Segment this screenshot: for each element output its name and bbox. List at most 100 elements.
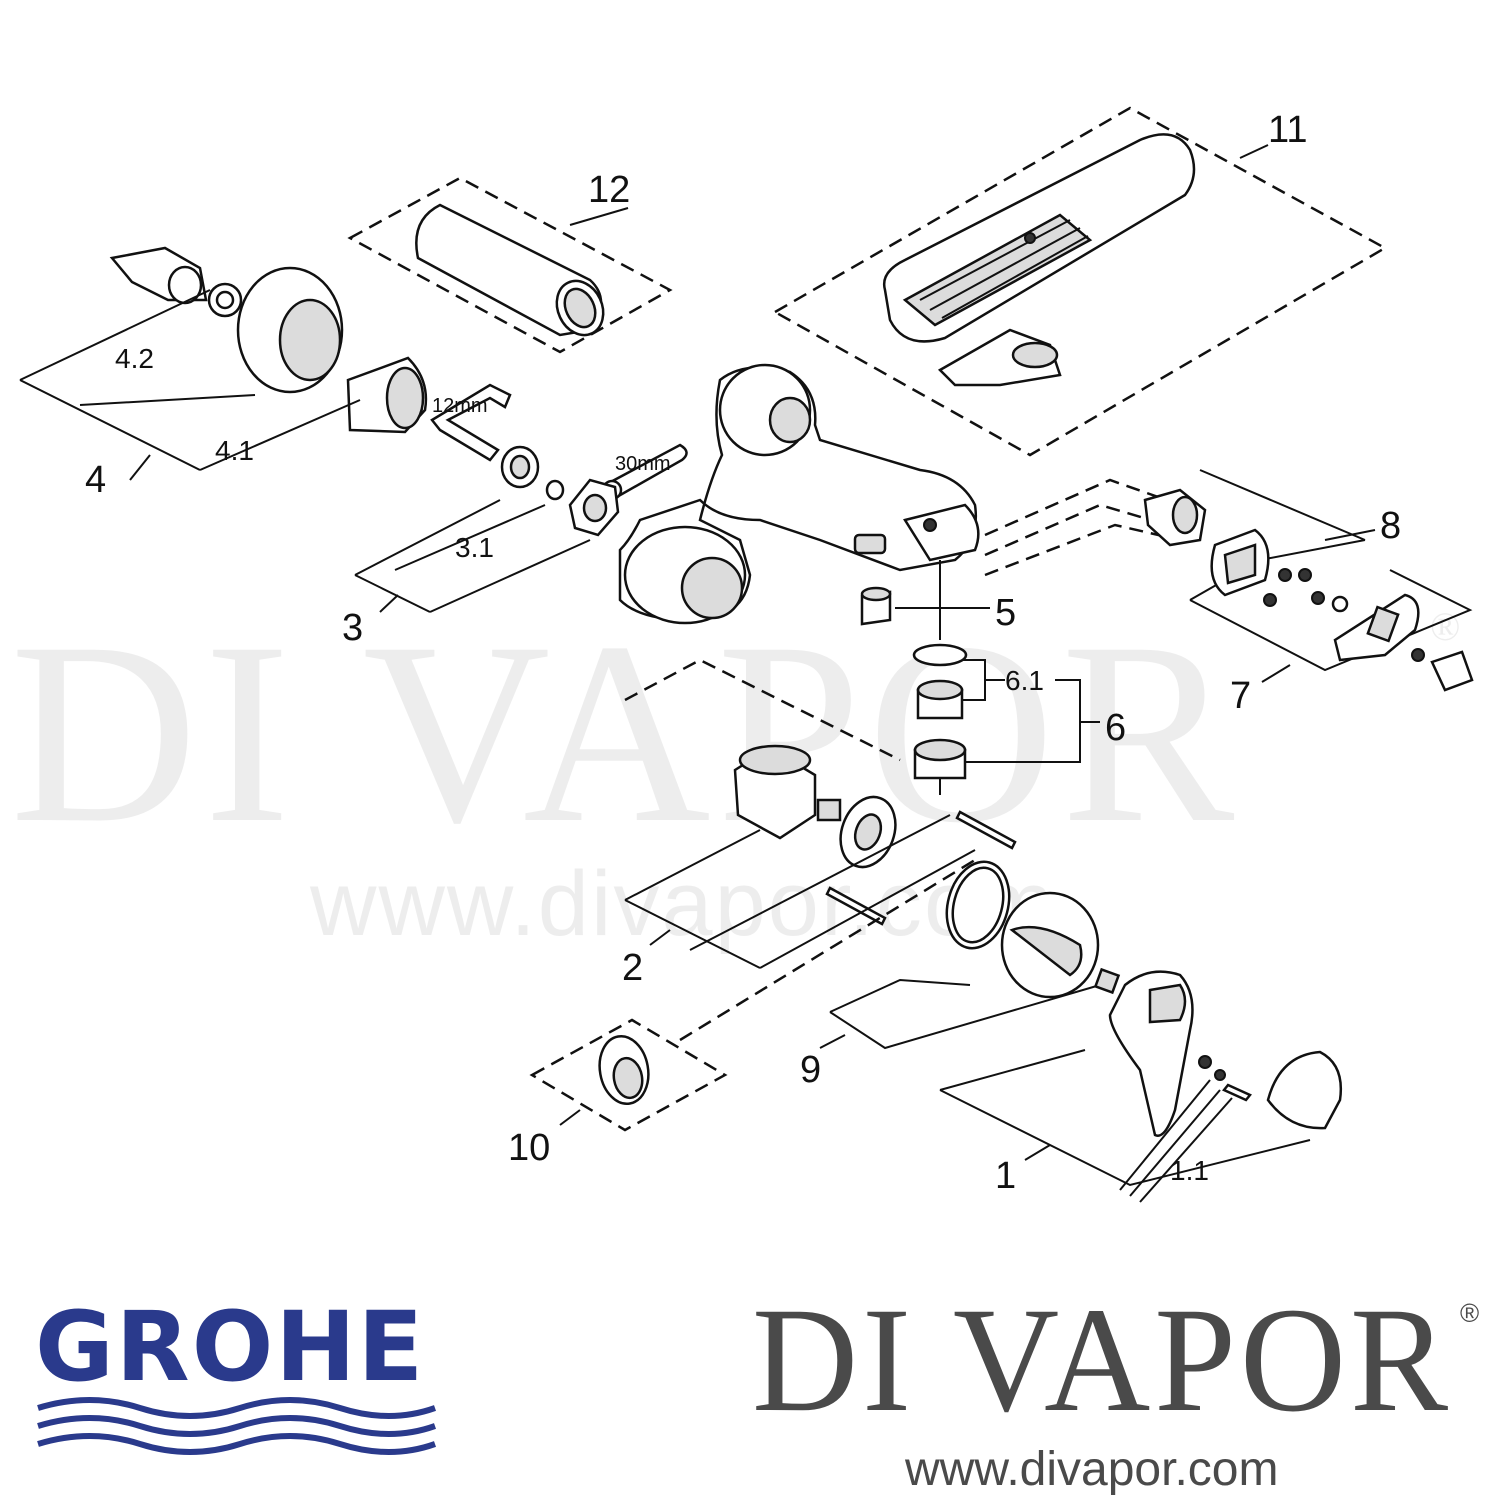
leader-3-c (429, 539, 591, 613)
tray-hole (1024, 232, 1036, 244)
leader-11 (1239, 144, 1269, 159)
diverter-cap-face (1223, 543, 1257, 585)
frame-2-a (624, 829, 761, 901)
sleeve-4-1-opening (385, 366, 425, 430)
grohe-wave-2 (37, 1415, 437, 1437)
callout-10: 10 (508, 1127, 550, 1169)
part-12-dashed-box (347, 176, 673, 354)
mixer-spout-outlet (853, 533, 887, 555)
lever-grub-screw (1222, 1083, 1252, 1102)
cartridge-spindle (816, 798, 842, 822)
part-8-7-diverter: 8 7 (1143, 469, 1474, 717)
part-11-dashed-box (772, 106, 1388, 457)
leader-3-a (354, 499, 501, 576)
callout-12: 12 (588, 169, 630, 211)
leader-1-1-c (1139, 1097, 1233, 1203)
lever-washer (1214, 1069, 1226, 1081)
knob-10-face (612, 1056, 644, 1100)
diverter-washer-b (1331, 595, 1349, 613)
washer-3 (545, 479, 565, 501)
lever-adapter (1093, 967, 1121, 995)
leader-1-1-a (1119, 1079, 1211, 1191)
sleeve-inner (563, 287, 597, 329)
divapor-url: www.divapor.com (904, 1443, 1278, 1496)
aerator-seal (912, 643, 968, 667)
part-4-connections: 4.2 4.1 4 (19, 246, 428, 501)
tray-nut (1011, 341, 1059, 369)
part-5: 5 (860, 560, 1016, 640)
o-ring-inner (951, 866, 1005, 944)
spanner-size: 30mm (615, 453, 671, 475)
divapor-reg-mark: ® (1460, 1298, 1479, 1328)
diverter-screw-c (1263, 593, 1277, 607)
mixer-right-inlet-face (680, 556, 744, 620)
frame-2-b (624, 899, 761, 969)
cartridge-bolt-a (955, 810, 1017, 850)
leader-4-2-a (19, 289, 211, 381)
escutcheon-dome-inner (278, 298, 342, 382)
grohe-wave-1 (37, 1397, 437, 1419)
mixer-left-inlet-face (768, 396, 812, 444)
watermark-reg: ® (1430, 604, 1466, 649)
hex-key (430, 383, 512, 462)
diverter-screw-a (1278, 568, 1292, 582)
diverter-cap-button (1430, 650, 1474, 692)
leader-3-b (354, 574, 431, 613)
grohe-wave-3 (37, 1433, 437, 1455)
washer-4-2-hole (215, 290, 235, 310)
part-3-eccentric: 3.1 3 (342, 445, 620, 649)
leader-4 (129, 454, 151, 481)
aerator-insert-top (916, 679, 964, 701)
tray-rib-1 (919, 219, 1071, 301)
callout-1: 1 (995, 1155, 1016, 1197)
part-10: 10 (508, 858, 976, 1169)
aerator-housing-top (913, 738, 967, 762)
insert-5-top (860, 586, 892, 602)
frame-2-c (759, 849, 976, 969)
leader-4-frame-b (199, 399, 361, 471)
part-11-tray: 11 (772, 106, 1388, 457)
cartridge-bolt-b (825, 886, 887, 926)
callout-5: 5 (995, 592, 1016, 634)
diverter-knob-screw (1411, 648, 1425, 662)
sleeve-body (415, 203, 603, 337)
leader-9 (819, 1034, 846, 1049)
diverter-cartridge-end (1171, 495, 1199, 535)
eccentric-thread-inner (509, 454, 531, 480)
grohe-wordmark: GROHE (35, 1291, 425, 1403)
callout-6: 6 (1105, 707, 1126, 749)
guide-2-top (624, 658, 901, 762)
callout-8: 8 (1380, 505, 1401, 547)
part-1-lever: 1 1.1 (939, 967, 1343, 1203)
callout-11: 11 (1268, 109, 1307, 151)
frame-1-b (939, 1089, 1311, 1187)
leader-7 (1261, 664, 1291, 683)
mixer-screw (923, 518, 937, 532)
hex-key-size: 12mm (432, 395, 488, 417)
leader-2 (649, 929, 671, 946)
frame-1-a (939, 1049, 1086, 1091)
tray-rib-2 (929, 227, 1081, 311)
callout-4: 4 (85, 459, 106, 501)
callout-6-1: 6.1 (1005, 665, 1044, 696)
leader-3 (379, 594, 399, 613)
guide-10 (679, 858, 976, 1042)
guide-line-c (984, 523, 1181, 577)
divapor-wordmark: DI VAPOR (752, 1277, 1452, 1443)
cartridge-plate-hole (853, 813, 883, 851)
callout-4-1: 4.1 (215, 435, 254, 466)
tray-rib-3 (941, 235, 1089, 319)
leader-8 (1324, 529, 1376, 541)
callout-3-1: 3.1 (455, 532, 494, 563)
cartridge-top (738, 744, 812, 776)
part-12-sleeve: 12 (347, 169, 673, 354)
guide-line-a (984, 478, 1196, 537)
leader-12 (569, 207, 629, 226)
s-union-thread (167, 265, 203, 305)
frame-9-b (829, 984, 1101, 1050)
mixer-body (618, 363, 980, 625)
leader-10 (559, 1109, 581, 1126)
escutcheon-9-shade (1009, 925, 1083, 977)
leader-3-1 (394, 504, 546, 571)
